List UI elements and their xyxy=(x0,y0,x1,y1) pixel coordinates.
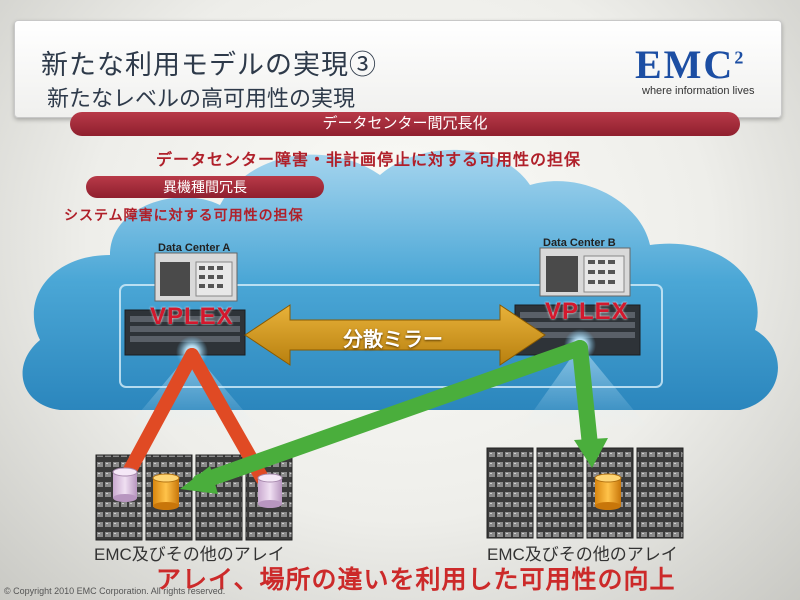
conclusion-text: アレイ、場所の違いを利用した可用性の向上 xyxy=(156,566,676,594)
logo-tagline: where information lives xyxy=(642,85,755,97)
datacenter-a-server-icon xyxy=(154,252,238,302)
slide-subtitle: 新たなレベルの高可用性の実現 xyxy=(47,86,356,111)
green-link-arrows xyxy=(180,340,608,494)
mirror-label: 分散ミラー xyxy=(343,329,443,351)
logo-brand: EMC xyxy=(635,42,735,87)
vplex-a-label: VPLEX xyxy=(150,303,234,330)
slide-title: 新たな利用モデルの実現③ xyxy=(41,50,377,80)
vplex-b-label: VPLEX xyxy=(545,298,629,325)
disk-cylinder-icon xyxy=(152,473,180,510)
disk-cylinder-icon xyxy=(257,473,283,508)
emc-logo: EMC2 xyxy=(635,41,743,88)
array-b-label: EMC及びその他のアレイ xyxy=(487,545,678,564)
datacenter-b-label: Data Center B xyxy=(543,237,616,249)
logo-superscript: 2 xyxy=(734,47,744,68)
copyright-text: © Copyright 2010 EMC Corporation. All ri… xyxy=(4,586,226,596)
title-panel: 新たな利用モデルの実現③ 新たなレベルの高可用性の実現 EMC2 where i… xyxy=(14,20,782,118)
storage-array-right-icon xyxy=(486,447,684,539)
mirror-double-arrow-icon xyxy=(244,304,546,366)
datacenter-description: データセンター障害・非計画停止に対する可用性の担保 xyxy=(156,152,582,169)
array-a-label: EMC及びその他のアレイ xyxy=(94,545,285,564)
datacenter-b-server-icon xyxy=(539,247,631,297)
heterogeneous-redundancy-bar: 異機種間冗長 xyxy=(86,176,324,198)
datacenter-redundancy-bar: データセンター間冗長化 xyxy=(70,112,740,136)
datacenter-a-label: Data Center A xyxy=(158,242,231,254)
system-description: システム障害に対する可用性の担保 xyxy=(64,207,304,223)
disk-cylinder-icon xyxy=(112,467,138,502)
disk-cylinder-icon xyxy=(594,473,622,510)
